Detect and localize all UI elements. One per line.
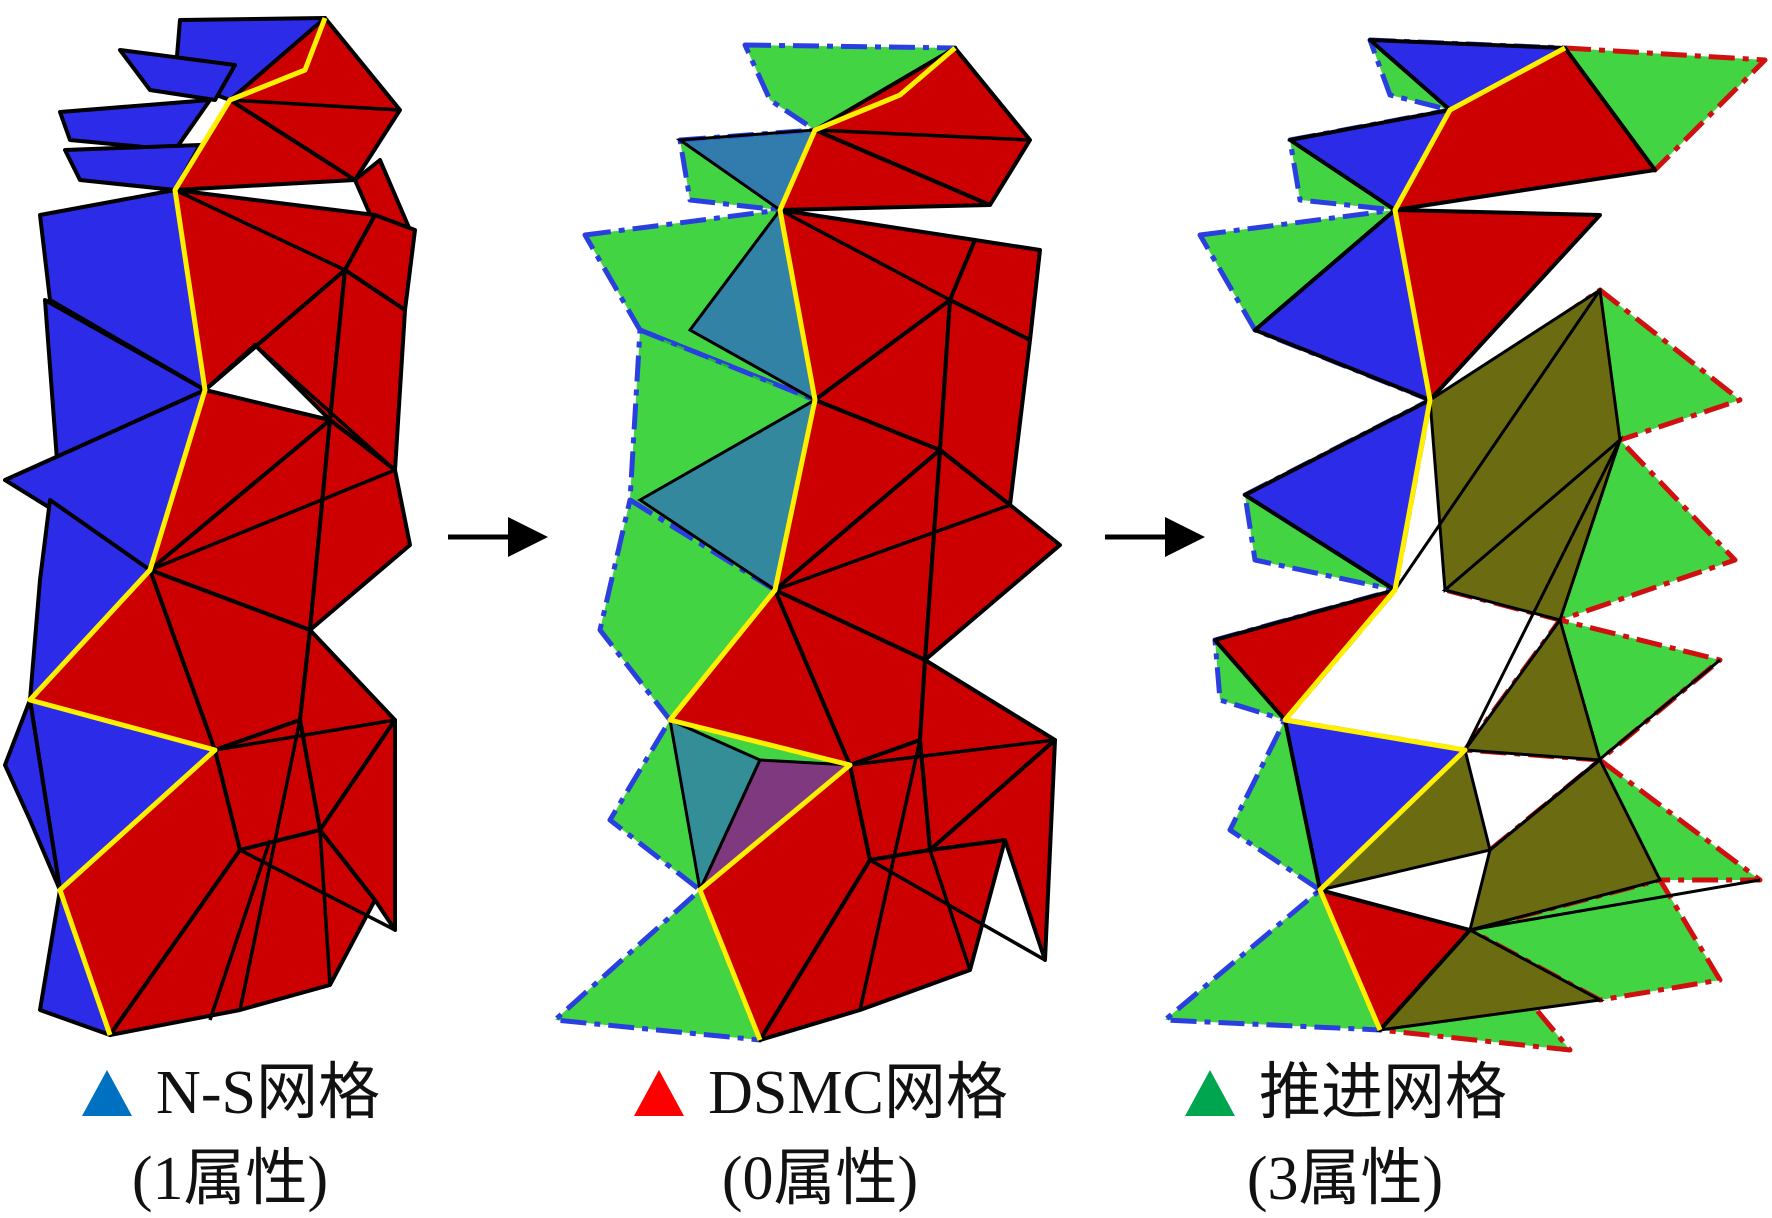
- ns-triangle-marker-icon: [82, 1070, 133, 1116]
- panel3-inner-edges: [1393, 168, 1761, 932]
- interface-line-panel3: [1282, 45, 1567, 1031]
- legend-label-dsmc: DSMC网格: [708, 1059, 1008, 1127]
- legend-sub-ns: (1属性): [131, 1145, 329, 1213]
- panel-dsmc-advance-mesh: [552, 42, 1062, 1043]
- panel-ns-dsmc-mesh: [3, 16, 417, 1037]
- transition-arrow-2: [1105, 517, 1205, 557]
- panel-advancing-mesh: [1162, 37, 1768, 1053]
- dsmc-mesh-region: [28, 16, 417, 1037]
- dsmc-triangle-marker-icon: [634, 1070, 685, 1116]
- legend-label-ns: N-S网格: [156, 1059, 380, 1127]
- panel1-inner-edges: [149, 98, 412, 1021]
- mixed-advance-region: [1315, 287, 1663, 1033]
- dsmc-mesh-region-panel2: [668, 46, 1062, 1042]
- panel2-inner-edges: [774, 128, 1062, 1011]
- transition-arrow-1: [448, 517, 548, 557]
- interface-line-panel1: [27, 17, 328, 1036]
- ns-mesh-region-panel3: [1243, 38, 1567, 892]
- interface-line-panel2: [667, 46, 957, 1041]
- legend-label-advance: 推进网格: [1258, 1059, 1507, 1127]
- legend-dsmc: DSMC网格 (0属性): [610, 1062, 1030, 1210]
- legend-sub-advance: (3属性): [1246, 1145, 1444, 1213]
- ns-mesh-region: [3, 16, 327, 1037]
- advance-triangle-marker-icon: [1184, 1070, 1235, 1116]
- legend-sub-dsmc: (0属性): [721, 1145, 919, 1213]
- legend-ns: N-S网格 (1属性): [60, 1062, 400, 1210]
- legend-advance: 推进网格 (3属性): [1165, 1062, 1525, 1210]
